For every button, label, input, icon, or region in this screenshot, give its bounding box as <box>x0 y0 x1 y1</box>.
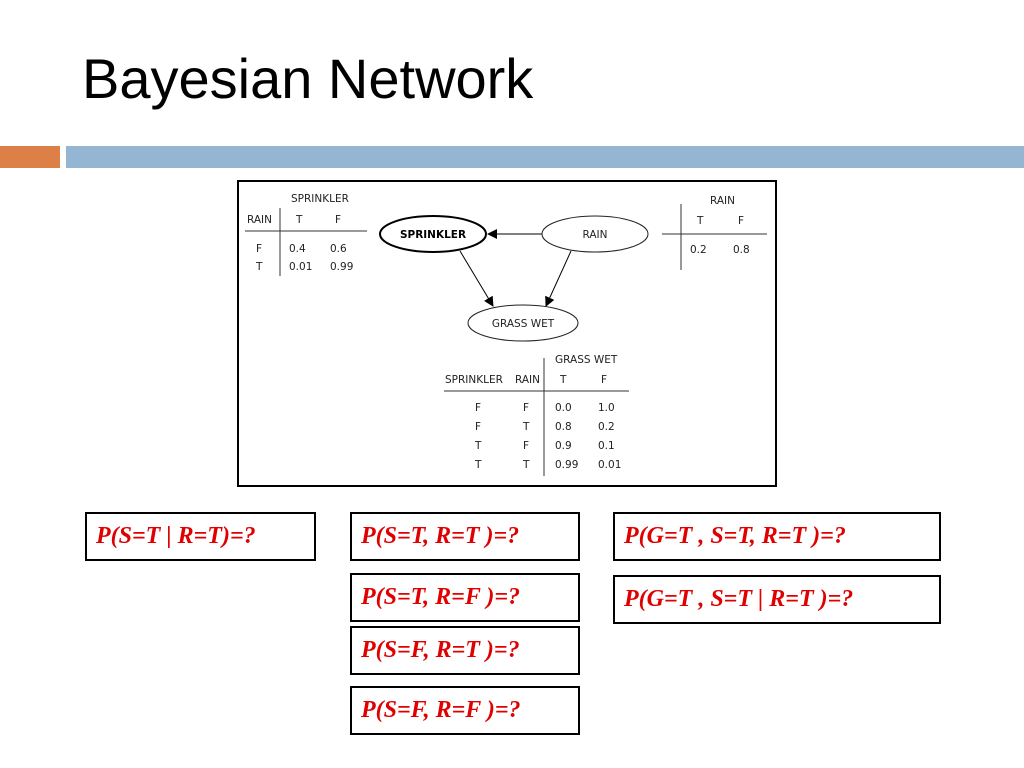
grass-cpt-col-f: F <box>601 374 607 386</box>
grass-cpt-r3-r: F <box>523 440 529 452</box>
node-sprinkler-label: SPRINKLER <box>400 229 466 241</box>
grass-cpt-r4-r: T <box>522 459 530 471</box>
sprinkler-cpt-col-t: T <box>295 214 303 226</box>
sprinkler-cpt-title: SPRINKLER <box>291 193 349 205</box>
node-grass-wet-label: GRASS WET <box>492 318 555 330</box>
grass-cpt-header-sprinkler: SPRINKLER <box>445 374 503 386</box>
node-grass-wet-shape <box>467 304 579 342</box>
grass-cpt-col-t: T <box>559 374 567 386</box>
node-sprinkler-shape <box>379 215 487 253</box>
network-diagram: SPRINKLER RAIN T F F 0.4 0.6 T 0.01 0.99… <box>245 193 767 476</box>
sprinkler-cpt-r1-f: 0.6 <box>330 243 347 255</box>
grass-cpt-title: GRASS WET <box>555 354 618 366</box>
question-box-1: P(S=T | R=T)=? <box>85 512 316 561</box>
question-box-2: P(S=T, R=T )=? <box>350 512 580 561</box>
grass-cpt-r4-f: 0.01 <box>598 459 621 471</box>
rain-cpt: RAIN T F 0.2 0.8 <box>662 195 767 270</box>
grass-cpt-r1-r: F <box>523 402 529 414</box>
rain-cpt-col-t: T <box>696 215 704 227</box>
header-bar-blue <box>66 146 1024 168</box>
slide-title: Bayesian Network <box>82 47 534 110</box>
grass-cpt-r1-s: F <box>475 402 481 414</box>
grass-cpt-r3-f: 0.1 <box>598 440 615 452</box>
question-box-3: P(S=T, R=F )=? <box>350 573 580 622</box>
edge-sprinkler-to-grass <box>459 250 494 307</box>
rain-cpt-col-f: F <box>738 215 744 227</box>
header-bar-orange <box>0 146 60 168</box>
sprinkler-cpt: SPRINKLER RAIN T F F 0.4 0.6 T 0.01 0.99 <box>245 193 367 276</box>
edge-rain-to-grass <box>545 250 572 307</box>
grass-cpt-r3-t: 0.9 <box>555 440 572 452</box>
node-rain: RAIN <box>541 215 649 253</box>
node-sprinkler: SPRINKLER <box>379 215 487 253</box>
sprinkler-cpt-r2-f: 0.99 <box>330 261 353 273</box>
grass-cpt-r2-f: 0.2 <box>598 421 615 433</box>
grass-wet-cpt: GRASS WET SPRINKLER RAIN T F F F 0.0 1.0… <box>444 354 629 476</box>
grass-cpt-r4-s: T <box>474 459 482 471</box>
grass-cpt-r2-r: T <box>522 421 530 433</box>
grass-cpt-r4-t: 0.99 <box>555 459 578 471</box>
grass-cpt-r1-t: 0.0 <box>555 402 572 414</box>
sprinkler-cpt-r1-t: 0.4 <box>289 243 306 255</box>
sprinkler-cpt-col-f: F <box>335 214 341 226</box>
grass-cpt-r1-f: 1.0 <box>598 402 615 414</box>
sprinkler-cpt-r1-rain: F <box>256 243 262 255</box>
sprinkler-cpt-row-header: RAIN <box>247 214 272 226</box>
rain-cpt-val-t: 0.2 <box>690 244 707 256</box>
grass-cpt-r2-t: 0.8 <box>555 421 572 433</box>
sprinkler-cpt-r2-t: 0.01 <box>289 261 312 273</box>
grass-cpt-r3-s: T <box>474 440 482 452</box>
bayesian-network-figure: SPRINKLER RAIN T F F 0.4 0.6 T 0.01 0.99… <box>237 180 777 487</box>
question-box-6: P(G=T , S=T, R=T )=? <box>613 512 941 561</box>
rain-cpt-val-f: 0.8 <box>733 244 750 256</box>
node-rain-label: RAIN <box>582 229 607 241</box>
question-box-7: P(G=T , S=T | R=T )=? <box>613 575 941 624</box>
question-box-4: P(S=F, R=T )=? <box>350 626 580 675</box>
grass-cpt-header-rain: RAIN <box>515 374 540 386</box>
rain-cpt-title: RAIN <box>710 195 735 207</box>
grass-cpt-r2-s: F <box>475 421 481 433</box>
sprinkler-cpt-r2-rain: T <box>255 261 263 273</box>
node-grass-wet: GRASS WET <box>467 304 579 342</box>
question-box-5: P(S=F, R=F )=? <box>350 686 580 735</box>
